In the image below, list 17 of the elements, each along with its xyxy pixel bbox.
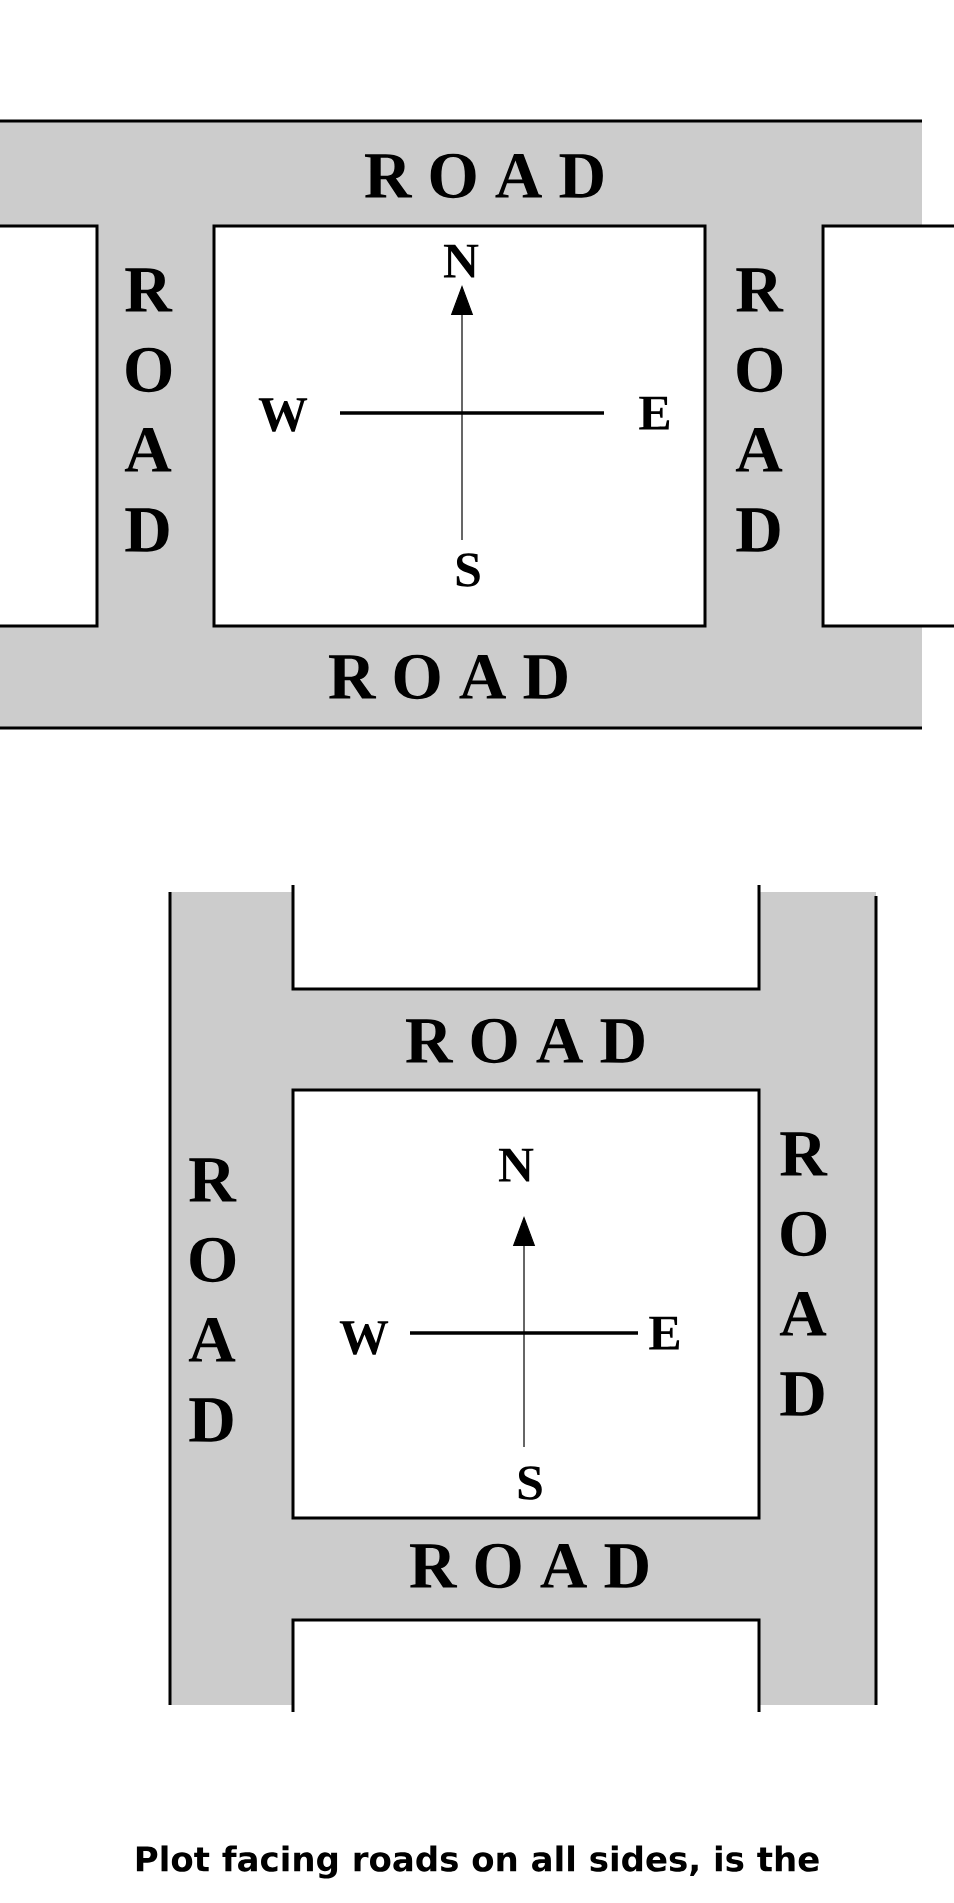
road-label: ROAD xyxy=(124,268,173,552)
road-label: R O A D xyxy=(364,153,603,199)
road-label: R O A D xyxy=(405,1018,644,1064)
compass-letter: S xyxy=(518,1466,542,1500)
caption: Plot facing roads on all sides, is the xyxy=(136,1845,819,1879)
compass-letter: W xyxy=(258,398,308,432)
road-label: ROAD xyxy=(779,1132,828,1416)
road-label: ROAD xyxy=(735,268,784,552)
road-label: R O A D xyxy=(328,654,567,700)
road-label: ROAD xyxy=(188,1158,237,1442)
compass-letter: E xyxy=(649,1316,680,1350)
compass-letter: S xyxy=(456,553,480,587)
compass-letter: N xyxy=(443,244,479,278)
compass-letter: W xyxy=(339,1321,389,1355)
road-label: R O A D xyxy=(409,1543,648,1589)
compass-letter: E xyxy=(639,396,670,430)
compass-letter: N xyxy=(498,1148,534,1182)
